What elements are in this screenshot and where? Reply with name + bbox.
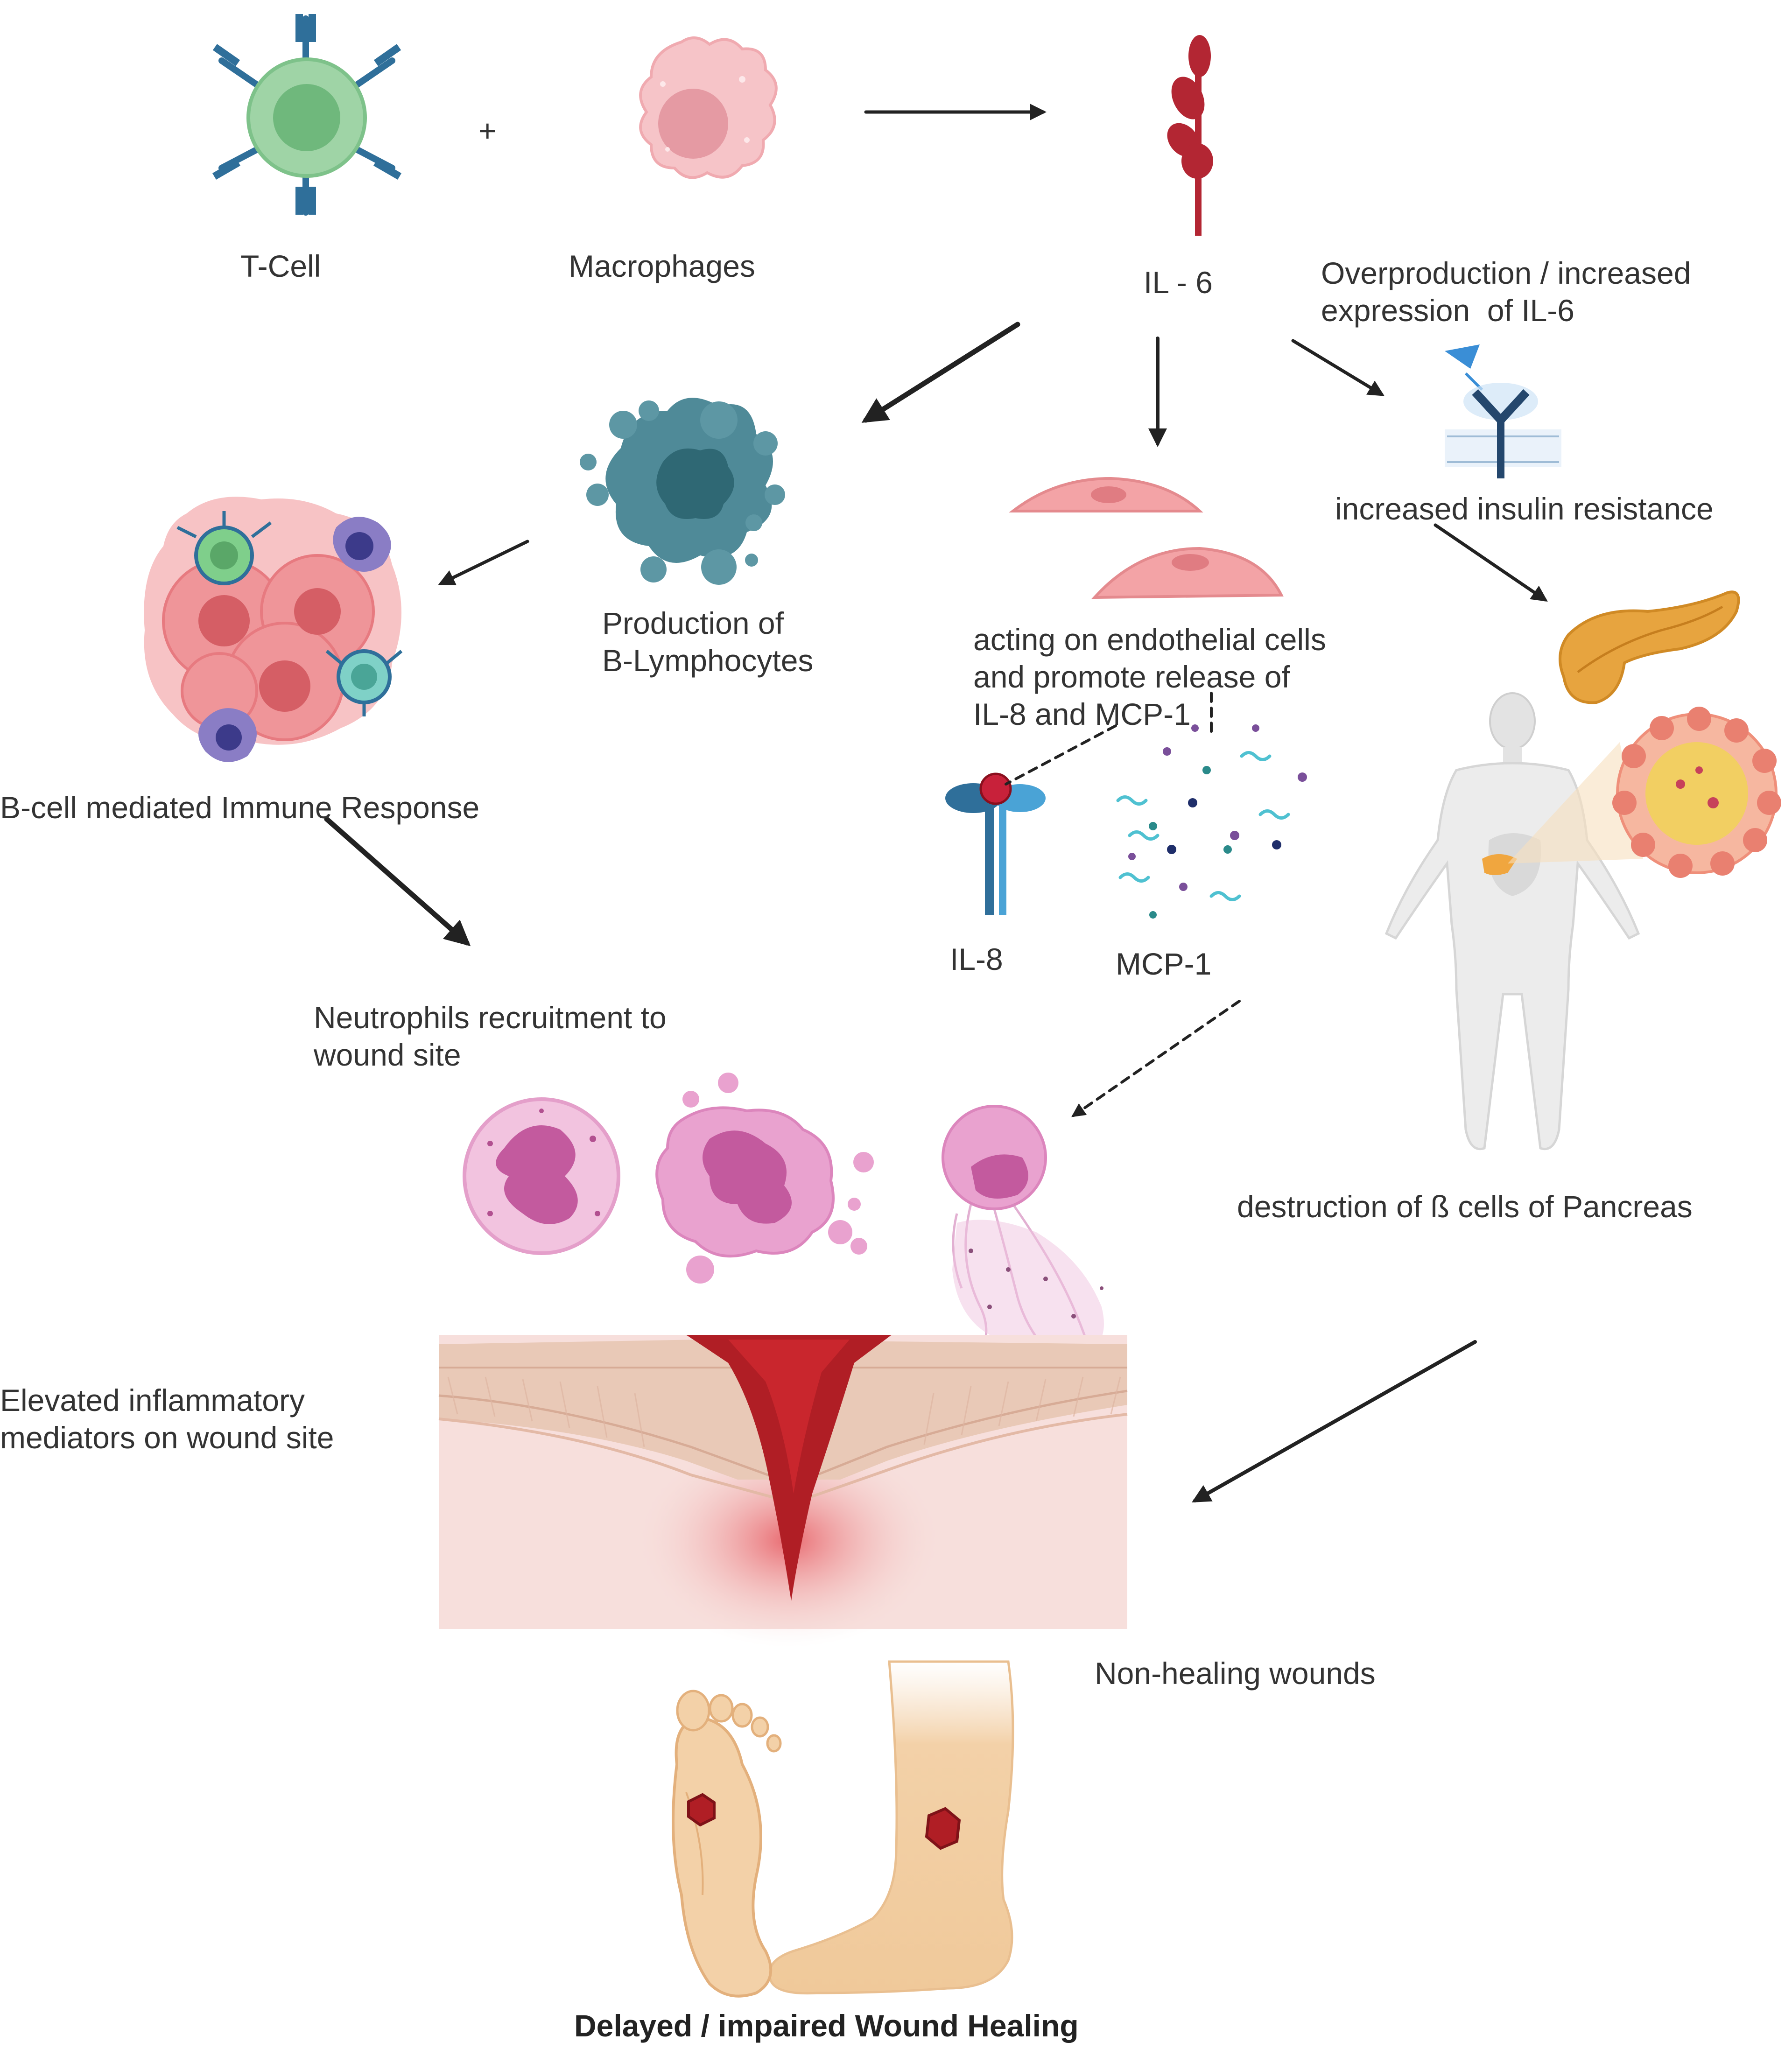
- label-plus: +: [478, 113, 497, 148]
- label-overproduction: Overproduction / increased expression of…: [1321, 256, 1691, 328]
- arrow-b-lymph-to-b-cell: [438, 540, 529, 585]
- insulin-receptor-icon: [1445, 344, 1561, 478]
- arrow-dotted-to-il8: [1005, 724, 1117, 786]
- neutrophils-icon: [463, 1073, 1104, 1364]
- label-non-healing: Non-healing wounds: [1095, 1656, 1376, 1691]
- t-cell-icon: [212, 14, 401, 216]
- b-cell-cluster-icon: [144, 497, 403, 762]
- arrow-il6-to-b-lymph: [861, 322, 1020, 423]
- label-b-cell-response: B-cell mediated Immune Response: [0, 790, 480, 825]
- b-lymphocyte-icon: [580, 398, 785, 585]
- arrow-dotted-mcp1-to-neutrophils: [1071, 1000, 1241, 1117]
- arrow-insulin-to-pancreas: [1434, 523, 1548, 602]
- il6-molecule-icon: [1167, 35, 1213, 236]
- label-macrophages: Macrophages: [569, 249, 755, 283]
- arrow-b-cell-to-neutrophils: [324, 816, 471, 947]
- human-body-icon: [1384, 692, 1781, 1150]
- label-endothelial: acting on endothelial cells and promote …: [973, 622, 1326, 731]
- label-mcp1: MCP-1: [1116, 947, 1212, 981]
- arrow-il6-to-insulin: [1291, 339, 1384, 396]
- arrows-group: [324, 104, 1548, 1502]
- arrow-pancreas-to-wound: [1192, 1340, 1477, 1502]
- label-t-cell: T-Cell: [240, 249, 321, 283]
- il8-receptor-icon: [945, 772, 1046, 915]
- macrophage-icon: [639, 36, 778, 179]
- mcp1-molecules-icon: [1116, 724, 1307, 919]
- pancreas-icon: [1559, 590, 1740, 704]
- endothelial-cells-icon: [1009, 477, 1284, 599]
- label-insulin-resistance: increased insulin resistance: [1335, 491, 1714, 526]
- label-elevated-mediators: Elevated inflammatory mediators on wound…: [0, 1383, 334, 1455]
- feet-icon: [672, 1660, 1014, 1998]
- label-destruction-beta: destruction of ß cells of Pancreas: [1237, 1189, 1693, 1224]
- label-neutrophils: Neutrophils recruitment to wound site: [314, 1000, 667, 1072]
- wound-skin-section-icon: [438, 1335, 1128, 1648]
- label-il8: IL-8: [950, 942, 1003, 976]
- label-delayed-healing: Delayed / impaired Wound Healing: [574, 2008, 1079, 2043]
- label-production-b-lymphocytes: Production of B-Lymphocytes: [602, 606, 814, 678]
- label-il6: IL - 6: [1144, 265, 1213, 300]
